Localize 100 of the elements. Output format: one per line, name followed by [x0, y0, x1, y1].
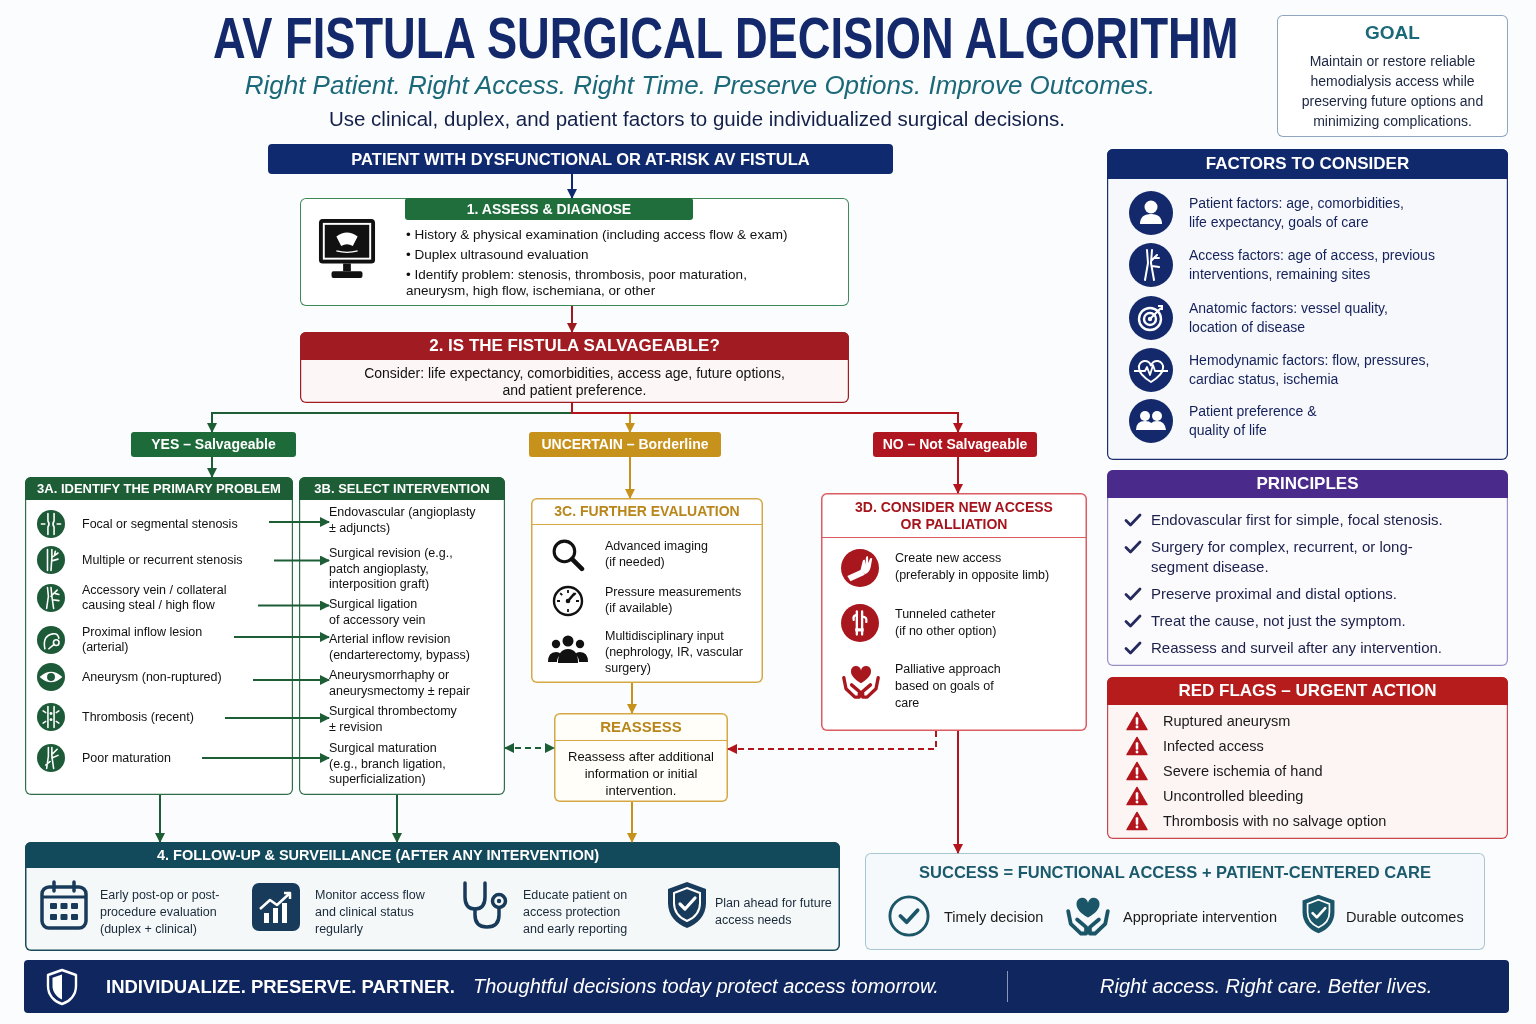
bullet-item: • History & physical examination (including access flow & exam): [406, 227, 789, 243]
arrow: [625, 456, 635, 499]
branch-tag: YES – Salvageable: [131, 432, 296, 457]
problem-text: Poor maturation: [82, 742, 202, 774]
factors-panel: [1107, 149, 1508, 460]
intervention-panel: [299, 477, 505, 795]
intervention-text: Aneurysmorrhaphy or aneurysmectomy ± repair: [329, 668, 501, 699]
arrow: [268, 517, 330, 527]
principles-panel: [1107, 470, 1508, 666]
factor-text: Patient preference & quality of life: [1189, 402, 1318, 440]
arrow: [392, 794, 402, 843]
arrow: [567, 305, 577, 333]
warning-text: Uncontrolled bleeding: [1163, 787, 1304, 805]
section-header: 3A. IDENTIFY THE PRIMARY PROBLEM: [25, 477, 293, 500]
followup-text: Early post-op or post-procedure evaluation (duplex + clinical): [100, 887, 221, 938]
factor-text: Access factors: age of access, previous interventions, remaining sites: [1189, 246, 1436, 284]
factor-text: Anatomic factors: vessel quality, location of disease: [1189, 299, 1389, 337]
reassess-text: Reassess after additional information or initial intervention.: [567, 748, 715, 799]
arrow: [155, 794, 165, 843]
process-box: [300, 198, 849, 306]
followup-text: Monitor access flow and clinical status regularly: [315, 887, 426, 938]
arrow: [201, 753, 330, 763]
title: AV FISTULA SURGICAL DECISION ALGORITHM: [213, 5, 1239, 71]
success-item: Durable outcomes: [1346, 908, 1464, 926]
section-header: PRINCIPLES: [1107, 470, 1508, 498]
warning-text: Ruptured aneurysm: [1163, 712, 1291, 730]
item-text: Tunneled catheter (if no other option): [895, 606, 998, 640]
arrow: [953, 730, 963, 854]
item-text: Advanced imaging (if needed): [605, 538, 709, 570]
footer-banner: [24, 960, 1509, 1013]
bullet-item: • Duplex ultrasound evaluation: [406, 247, 590, 263]
intervention-text: Surgical revision (e.g., patch angioplasty, interposition graft): [329, 546, 479, 593]
intervention-text: Arterial inflow revision (endarterectomy, bypass): [329, 632, 501, 663]
option-box: [821, 493, 1087, 731]
section-header: 4. FOLLOW-UP & SURVEILLANCE (AFTER ANY INTERVENTION): [25, 842, 840, 868]
bullet-item: • Identify problem: stenosis, thrombosis, poor maturation, aneurysm, high flow, ischemiana, or other: [406, 267, 748, 299]
item-text: Create new access (preferably in opposite limb): [895, 550, 1051, 584]
panel-title: GOAL: [1365, 22, 1420, 44]
principle-text: Treat the cause, not just the symptom.: [1151, 611, 1406, 631]
success-item: Appropriate intervention: [1123, 908, 1277, 926]
question-text: Consider: life expectancy, comorbidities, access age, future options, and patient preference.: [363, 365, 786, 399]
goal-text: Maintain or restore reliable hemodialysis access while preserving future options and minimizing complications.: [1300, 52, 1485, 131]
subtitle: Right Patient. Right Access. Right Time. Preserve Options. Improve Outcomes.: [244, 69, 1156, 101]
arrow: [627, 682, 637, 714]
problem-text: Focal or segmental stenosis: [82, 508, 269, 540]
intervention-text: Surgical maturation (e.g., branch ligation, superficialization): [329, 741, 459, 788]
problem-text: Multiple or recurrent stenosis: [82, 545, 274, 575]
branch-tag: NO – Not Salvageable: [873, 432, 1037, 457]
warning-text: Thrombosis with no salvage option: [1163, 812, 1387, 830]
followup-text: Educate patient on access protection and early reporting: [523, 887, 629, 938]
arrow: [273, 555, 330, 566]
evaluation-box: [531, 498, 763, 683]
start-banner: PATIENT WITH DYSFUNCTIONAL OR AT-RISK AV FISTULA: [268, 144, 893, 174]
branch-tag: UNCERTAIN – Borderline: [529, 432, 721, 457]
arrow: [233, 632, 330, 642]
intervention-text: Endovascular (angioplasty ± adjuncts): [329, 505, 479, 536]
intervention-text: Surgical ligation of accessory vein: [329, 597, 428, 628]
section-title: 3D. CONSIDER NEW ACCESS OR PALLIATION: [821, 493, 1087, 538]
factor-text: Patient factors: age, comorbidities, life expectancy, goals of care: [1189, 194, 1405, 232]
success-item: Timely decision: [944, 908, 1044, 926]
arrow: [207, 456, 217, 478]
arrow: [571, 402, 963, 433]
followup-panel: [25, 842, 840, 951]
decision-box: [300, 332, 849, 403]
reassess-box: [554, 713, 728, 802]
arrow: [224, 713, 330, 723]
success-panel: [865, 853, 1485, 950]
warning-text: Severe ischemia of hand: [1163, 762, 1323, 780]
item-text: Palliative approach based on goals of care: [895, 661, 1002, 712]
dashed-arrow: [727, 730, 937, 754]
section-header: 2. IS THE FISTULA SALVAGEABLE?: [300, 332, 849, 360]
arrow: [252, 675, 330, 685]
section-header: RED FLAGS – URGENT ACTION: [1107, 677, 1508, 705]
section-title: SUCCESS = FUNCTIONAL ACCESS + PATIENT-CENTERED CARE: [919, 862, 1431, 882]
problem-text: Proximal inflow lesion (arterial): [82, 624, 234, 656]
goal-panel: [1277, 15, 1508, 137]
intro-text: Use clinical, duplex, and patient factors to guide individualized surgical decisions.: [328, 106, 1066, 132]
problem-panel: [25, 477, 293, 795]
section-title: 3C. FURTHER EVALUATION: [531, 498, 763, 525]
section-header: FACTORS TO CONSIDER: [1107, 149, 1508, 179]
tagline-text: Thoughtful decisions today protect access tomorrow.: [473, 974, 939, 999]
followup-text: Plan ahead for future access needs: [715, 895, 833, 929]
item-text: Multidisciplinary input (nephrology, IR, vascular surgery): [605, 628, 745, 676]
principle-text: Reassess and surveil after any intervention.: [1151, 638, 1442, 658]
arrow: [953, 456, 963, 494]
problem-text: Accessory vein / collateral causing steal / high flow: [82, 582, 258, 614]
principle-text: Surgery for complex, recurrent, or long-segment disease.: [1151, 537, 1414, 577]
problem-text: Aneurysm (non-ruptured): [82, 662, 253, 692]
principle-text: Endovascular first for simple, focal stenosis.: [1151, 510, 1443, 530]
motto-text: Right access. Right care. Better lives.: [1100, 974, 1433, 999]
warning-text: Infected access: [1163, 737, 1264, 755]
slogan-text: INDIVIDUALIZE. PRESERVE. PARTNER.: [106, 975, 455, 999]
factor-text: Hemodynamic factors: flow, pressures, cardiac status, ischemia: [1189, 351, 1431, 389]
arrow: [257, 600, 330, 611]
section-header: 3B. SELECT INTERVENTION: [299, 477, 505, 500]
arrow: [567, 173, 577, 199]
section-title: REASSESS: [554, 713, 728, 741]
principle-text: Preserve proximal and distal options.: [1151, 584, 1397, 604]
dashed-double-arrow: [504, 743, 555, 753]
item-text: Pressure measurements (if available): [605, 584, 743, 616]
